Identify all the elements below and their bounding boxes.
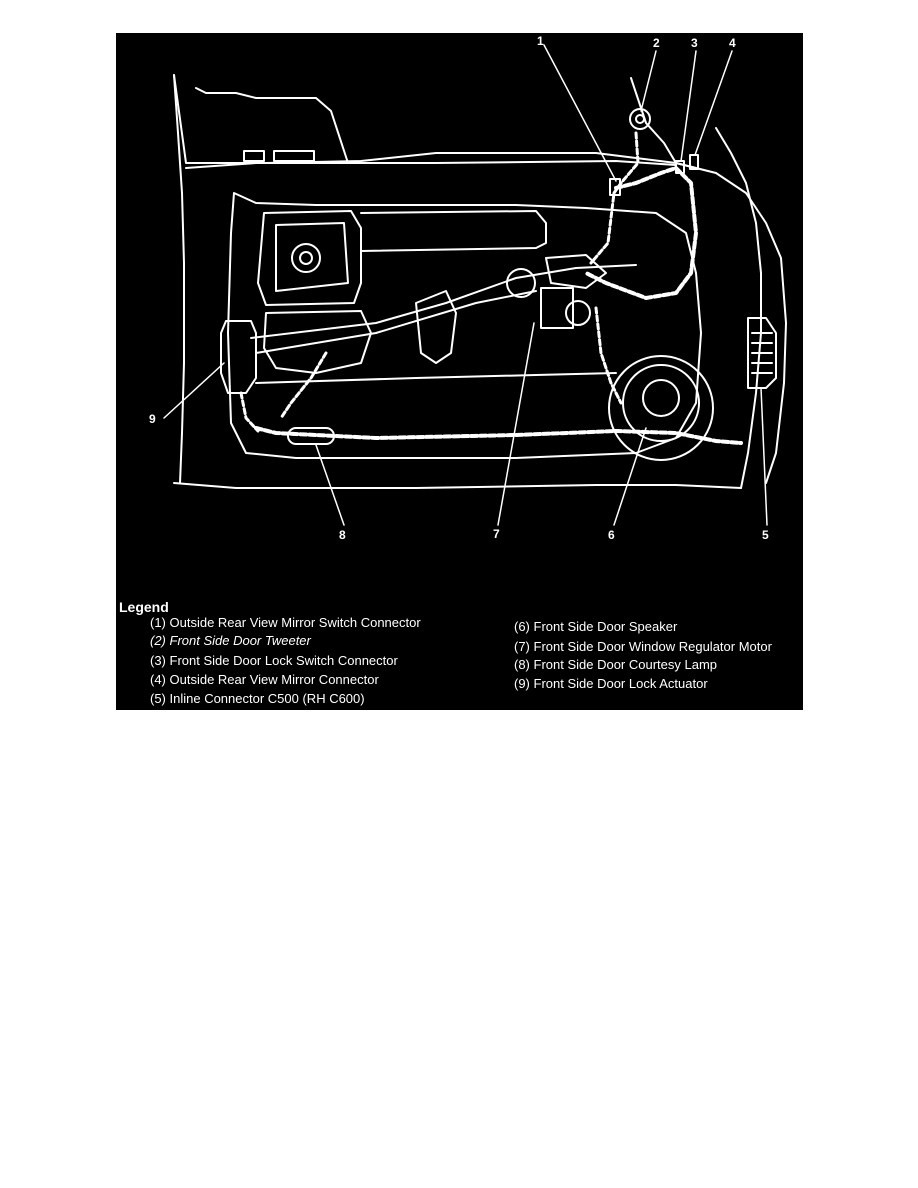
wiring-harness-rear — [584, 166, 698, 300]
leader-3 — [680, 50, 697, 162]
tweeter-outer — [629, 108, 651, 130]
callout-4: 4 — [729, 36, 736, 50]
mid-bracket — [415, 290, 457, 364]
legend-item-7: (7) Front Side Door Window Regulator Mot… — [514, 639, 772, 654]
leader-9 — [163, 362, 225, 419]
regulator-gear — [565, 300, 591, 326]
door-rear-edge — [715, 127, 762, 489]
leader-6 — [613, 427, 647, 526]
lock-switch-connector — [675, 160, 685, 174]
legend-item-8: (8) Front Side Door Courtesy Lamp — [514, 657, 718, 672]
regulator-rail-a — [250, 264, 637, 339]
a-pillar-edge — [173, 74, 185, 484]
legend-item-2: (2) Front Side Door Tweeter — [150, 633, 311, 648]
legend-item-4: (4) Outside Rear View Mirror Connector — [150, 672, 379, 687]
upper-trim — [195, 87, 349, 164]
regulator-pulley — [506, 268, 536, 298]
lower-rail — [255, 372, 617, 384]
leader-1 — [543, 44, 617, 182]
recess-boss — [291, 243, 321, 273]
recess-boss-inner — [299, 251, 313, 265]
door-drawing — [163, 44, 787, 526]
regulator-motor-body — [540, 287, 574, 329]
upper-recess-inner — [275, 222, 349, 292]
callout-1: 1 — [537, 34, 544, 48]
wiring-harness-lock — [279, 351, 328, 420]
legend-item-3: (3) Front Side Door Lock Switch Connecto… — [150, 653, 398, 668]
inline-connector-body — [747, 317, 777, 389]
speaker-cone — [642, 379, 680, 417]
regulator-rail-b — [255, 290, 537, 354]
callout-5: 5 — [762, 528, 769, 542]
door-front-edge — [173, 482, 742, 489]
upper-recess — [257, 210, 362, 306]
leader-4 — [694, 50, 733, 156]
motor-housing — [545, 254, 607, 289]
wiring-harness-up — [589, 131, 640, 265]
lock-actuator — [220, 320, 257, 394]
mirror-mount — [630, 77, 697, 169]
inline-connector-ribs — [751, 332, 773, 374]
legend-item-6: (6) Front Side Door Speaker — [514, 619, 678, 634]
callout-7: 7 — [493, 527, 500, 541]
callout-3: 3 — [691, 36, 698, 50]
inner-panel — [227, 192, 702, 459]
speaker-mid — [622, 364, 700, 442]
window-channel — [360, 210, 547, 252]
callout-6: 6 — [608, 528, 615, 542]
trim-slot-a — [243, 150, 265, 162]
wiring-harness-main — [254, 426, 743, 445]
leader-7 — [497, 322, 535, 526]
leader-2 — [640, 50, 657, 112]
speaker-outer — [608, 355, 714, 461]
callout-8: 8 — [339, 528, 346, 542]
legend-item-9: (9) Front Side Door Lock Actuator — [514, 676, 708, 691]
legend-item-5: (5) Inline Connector C500 (RH C600) — [150, 691, 365, 706]
leader-5 — [760, 387, 768, 526]
door-wiring-diagram: 1 2 3 4 5 6 7 8 9 Legend (1) Outside Rea… — [116, 33, 803, 710]
mirror-connector — [689, 154, 699, 170]
callout-9: 9 — [149, 412, 156, 426]
window-sill — [185, 160, 677, 169]
tweeter-inner — [635, 114, 645, 124]
leader-8 — [315, 444, 345, 526]
callout-2: 2 — [653, 36, 660, 50]
trim-slot-b — [273, 150, 315, 162]
wiring-harness-speaker — [594, 306, 623, 405]
legend-title: Legend — [119, 599, 169, 615]
legend-item-1: (1) Outside Rear View Mirror Switch Conn… — [150, 615, 421, 630]
wiring-harness-front — [239, 391, 260, 433]
